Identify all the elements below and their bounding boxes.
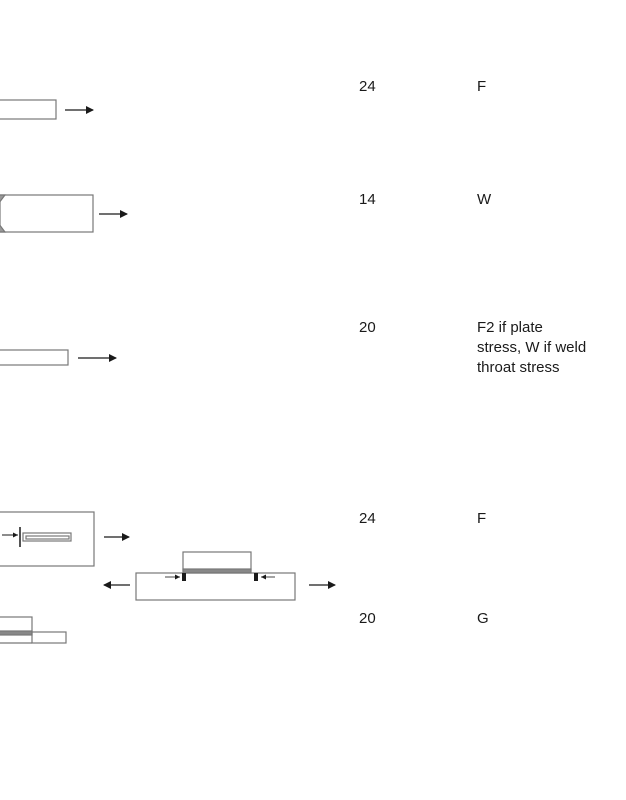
detail-category: W [477, 191, 492, 208]
stress-range: 14 [359, 191, 376, 208]
plate-diagram-1 [0, 99, 94, 120]
plate-diagram-5 [0, 616, 67, 644]
plate-diagram-2 [0, 194, 128, 233]
plate-diagram-4 [0, 511, 130, 567]
stress-range: 24 [359, 78, 376, 95]
detail-category: F2 if plate stress, W if weld throat str… [477, 319, 587, 376]
plate-diagram-3 [0, 349, 117, 366]
detail-category: G [477, 610, 489, 627]
lap-joint-side-view [103, 551, 336, 601]
detail-category: F [477, 510, 487, 527]
detail-category: F [477, 78, 487, 95]
stress-range: 20 [359, 610, 376, 627]
stress-range: 20 [359, 319, 376, 336]
stress-range: 24 [359, 510, 376, 527]
